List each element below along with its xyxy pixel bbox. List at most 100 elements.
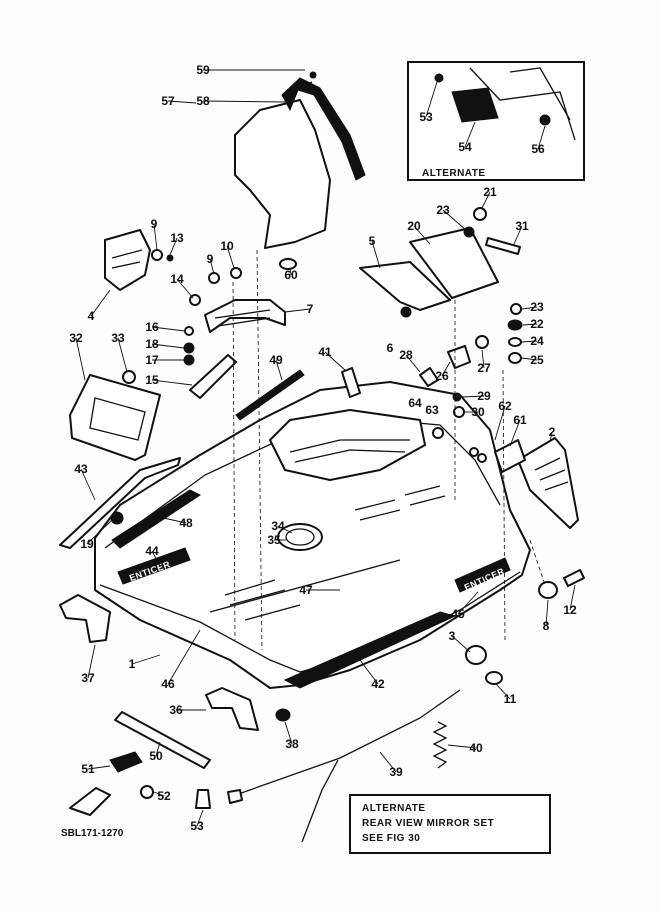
leader-14 bbox=[176, 278, 194, 299]
handle-bolt bbox=[309, 71, 317, 79]
leader-33 bbox=[117, 337, 128, 373]
leader-60 bbox=[289, 267, 292, 276]
leader-38 bbox=[284, 721, 293, 745]
leader-5 bbox=[371, 240, 381, 269]
leader-10 bbox=[226, 245, 235, 269]
leader-7 bbox=[284, 308, 311, 313]
part-5-plate bbox=[359, 261, 451, 311]
windshield bbox=[234, 99, 331, 249]
part-2-panel bbox=[517, 437, 579, 529]
callout-35: 35 bbox=[267, 533, 281, 547]
part-53-bracket bbox=[69, 787, 111, 816]
callout-18: 18 bbox=[145, 337, 159, 351]
callout-25: 25 bbox=[530, 353, 544, 367]
leader-58 bbox=[202, 100, 286, 103]
leader-16 bbox=[151, 326, 186, 332]
callout-46: 46 bbox=[161, 677, 175, 691]
leader-26 bbox=[441, 361, 451, 377]
callout-62: 62 bbox=[498, 399, 512, 413]
callout-53: 53 bbox=[190, 819, 204, 833]
leader-54 bbox=[464, 121, 476, 148]
callout-58: 58 bbox=[196, 94, 210, 108]
part-18 bbox=[183, 342, 195, 354]
leader-3 bbox=[451, 635, 471, 653]
headlight-opening bbox=[277, 523, 323, 551]
callout-60: 60 bbox=[284, 268, 298, 282]
callout-51: 51 bbox=[81, 762, 95, 776]
part-31-pin bbox=[485, 237, 521, 255]
part-39-cable bbox=[229, 689, 461, 798]
leader-48 bbox=[149, 514, 187, 524]
leader-62 bbox=[494, 405, 506, 441]
callout-21: 21 bbox=[483, 185, 497, 199]
part-64 bbox=[432, 427, 444, 439]
part-9-a bbox=[151, 249, 163, 261]
inset-top-sketch-2 bbox=[509, 67, 571, 121]
leader-57 bbox=[167, 100, 197, 104]
part-28 bbox=[419, 367, 439, 387]
part-2-lines bbox=[534, 457, 569, 491]
hood-assembly: ENTICER ENTICER bbox=[94, 381, 531, 689]
leader-19 bbox=[86, 519, 113, 545]
callout-16: 16 bbox=[145, 320, 159, 334]
leader-9 bbox=[209, 258, 215, 275]
windshield-handle bbox=[281, 77, 366, 181]
callout-49: 49 bbox=[269, 353, 283, 367]
side-stripe-42 bbox=[283, 611, 457, 689]
callout-6: 6 bbox=[387, 341, 394, 355]
callout-11: 11 bbox=[504, 692, 517, 706]
leader-13 bbox=[169, 237, 178, 256]
part-37-hinge bbox=[59, 594, 111, 643]
leader-50 bbox=[155, 741, 161, 757]
callout-9: 9 bbox=[151, 217, 158, 231]
inset-bottom-frame bbox=[349, 794, 551, 854]
leader-53 bbox=[196, 809, 204, 827]
callout-29: 29 bbox=[477, 389, 491, 403]
leader-45 bbox=[457, 591, 479, 615]
leader-22 bbox=[522, 323, 538, 326]
inset-top-frame bbox=[407, 61, 585, 181]
part-7-lines bbox=[214, 309, 271, 327]
dashed-leads bbox=[232, 249, 546, 651]
callout-54: 54 bbox=[458, 140, 472, 154]
leader-23 bbox=[442, 209, 467, 231]
part-33 bbox=[122, 370, 136, 384]
callout-42: 42 bbox=[371, 677, 385, 691]
console-line-2 bbox=[294, 449, 406, 463]
callout-40: 40 bbox=[469, 741, 483, 755]
callout-20: 20 bbox=[407, 219, 421, 233]
leader-15 bbox=[151, 379, 193, 386]
leader-44 bbox=[151, 550, 161, 567]
callout-8: 8 bbox=[543, 619, 550, 633]
callout-1: 1 bbox=[129, 657, 136, 671]
callout-22: 22 bbox=[530, 317, 544, 331]
callout-33: 33 bbox=[111, 331, 125, 345]
part-5-screw bbox=[400, 306, 412, 318]
part-29 bbox=[452, 392, 462, 402]
callout-30: 30 bbox=[471, 405, 485, 419]
part-12-bolt bbox=[563, 569, 585, 587]
part-62b bbox=[477, 453, 487, 463]
leader-53 bbox=[425, 81, 438, 118]
part-26 bbox=[447, 345, 471, 369]
part-19 bbox=[110, 511, 124, 525]
callout-37: 37 bbox=[81, 671, 95, 685]
leader-32 bbox=[75, 337, 86, 381]
part-13 bbox=[166, 254, 174, 262]
callout-26: 26 bbox=[435, 369, 449, 383]
leader-20 bbox=[413, 225, 431, 245]
diagram-code: SBL171-1270 bbox=[61, 828, 124, 839]
callout-39: 39 bbox=[389, 765, 403, 779]
part-20-plate bbox=[409, 227, 499, 299]
leader-51 bbox=[87, 765, 111, 770]
callout-52: 52 bbox=[157, 789, 171, 803]
leader-24 bbox=[521, 340, 538, 343]
leader-40 bbox=[447, 744, 477, 749]
callout-7: 7 bbox=[307, 302, 314, 316]
callout-53: 53 bbox=[419, 110, 433, 124]
callout-31: 31 bbox=[515, 219, 529, 233]
part-60 bbox=[279, 258, 297, 270]
part-47-line bbox=[209, 559, 401, 613]
